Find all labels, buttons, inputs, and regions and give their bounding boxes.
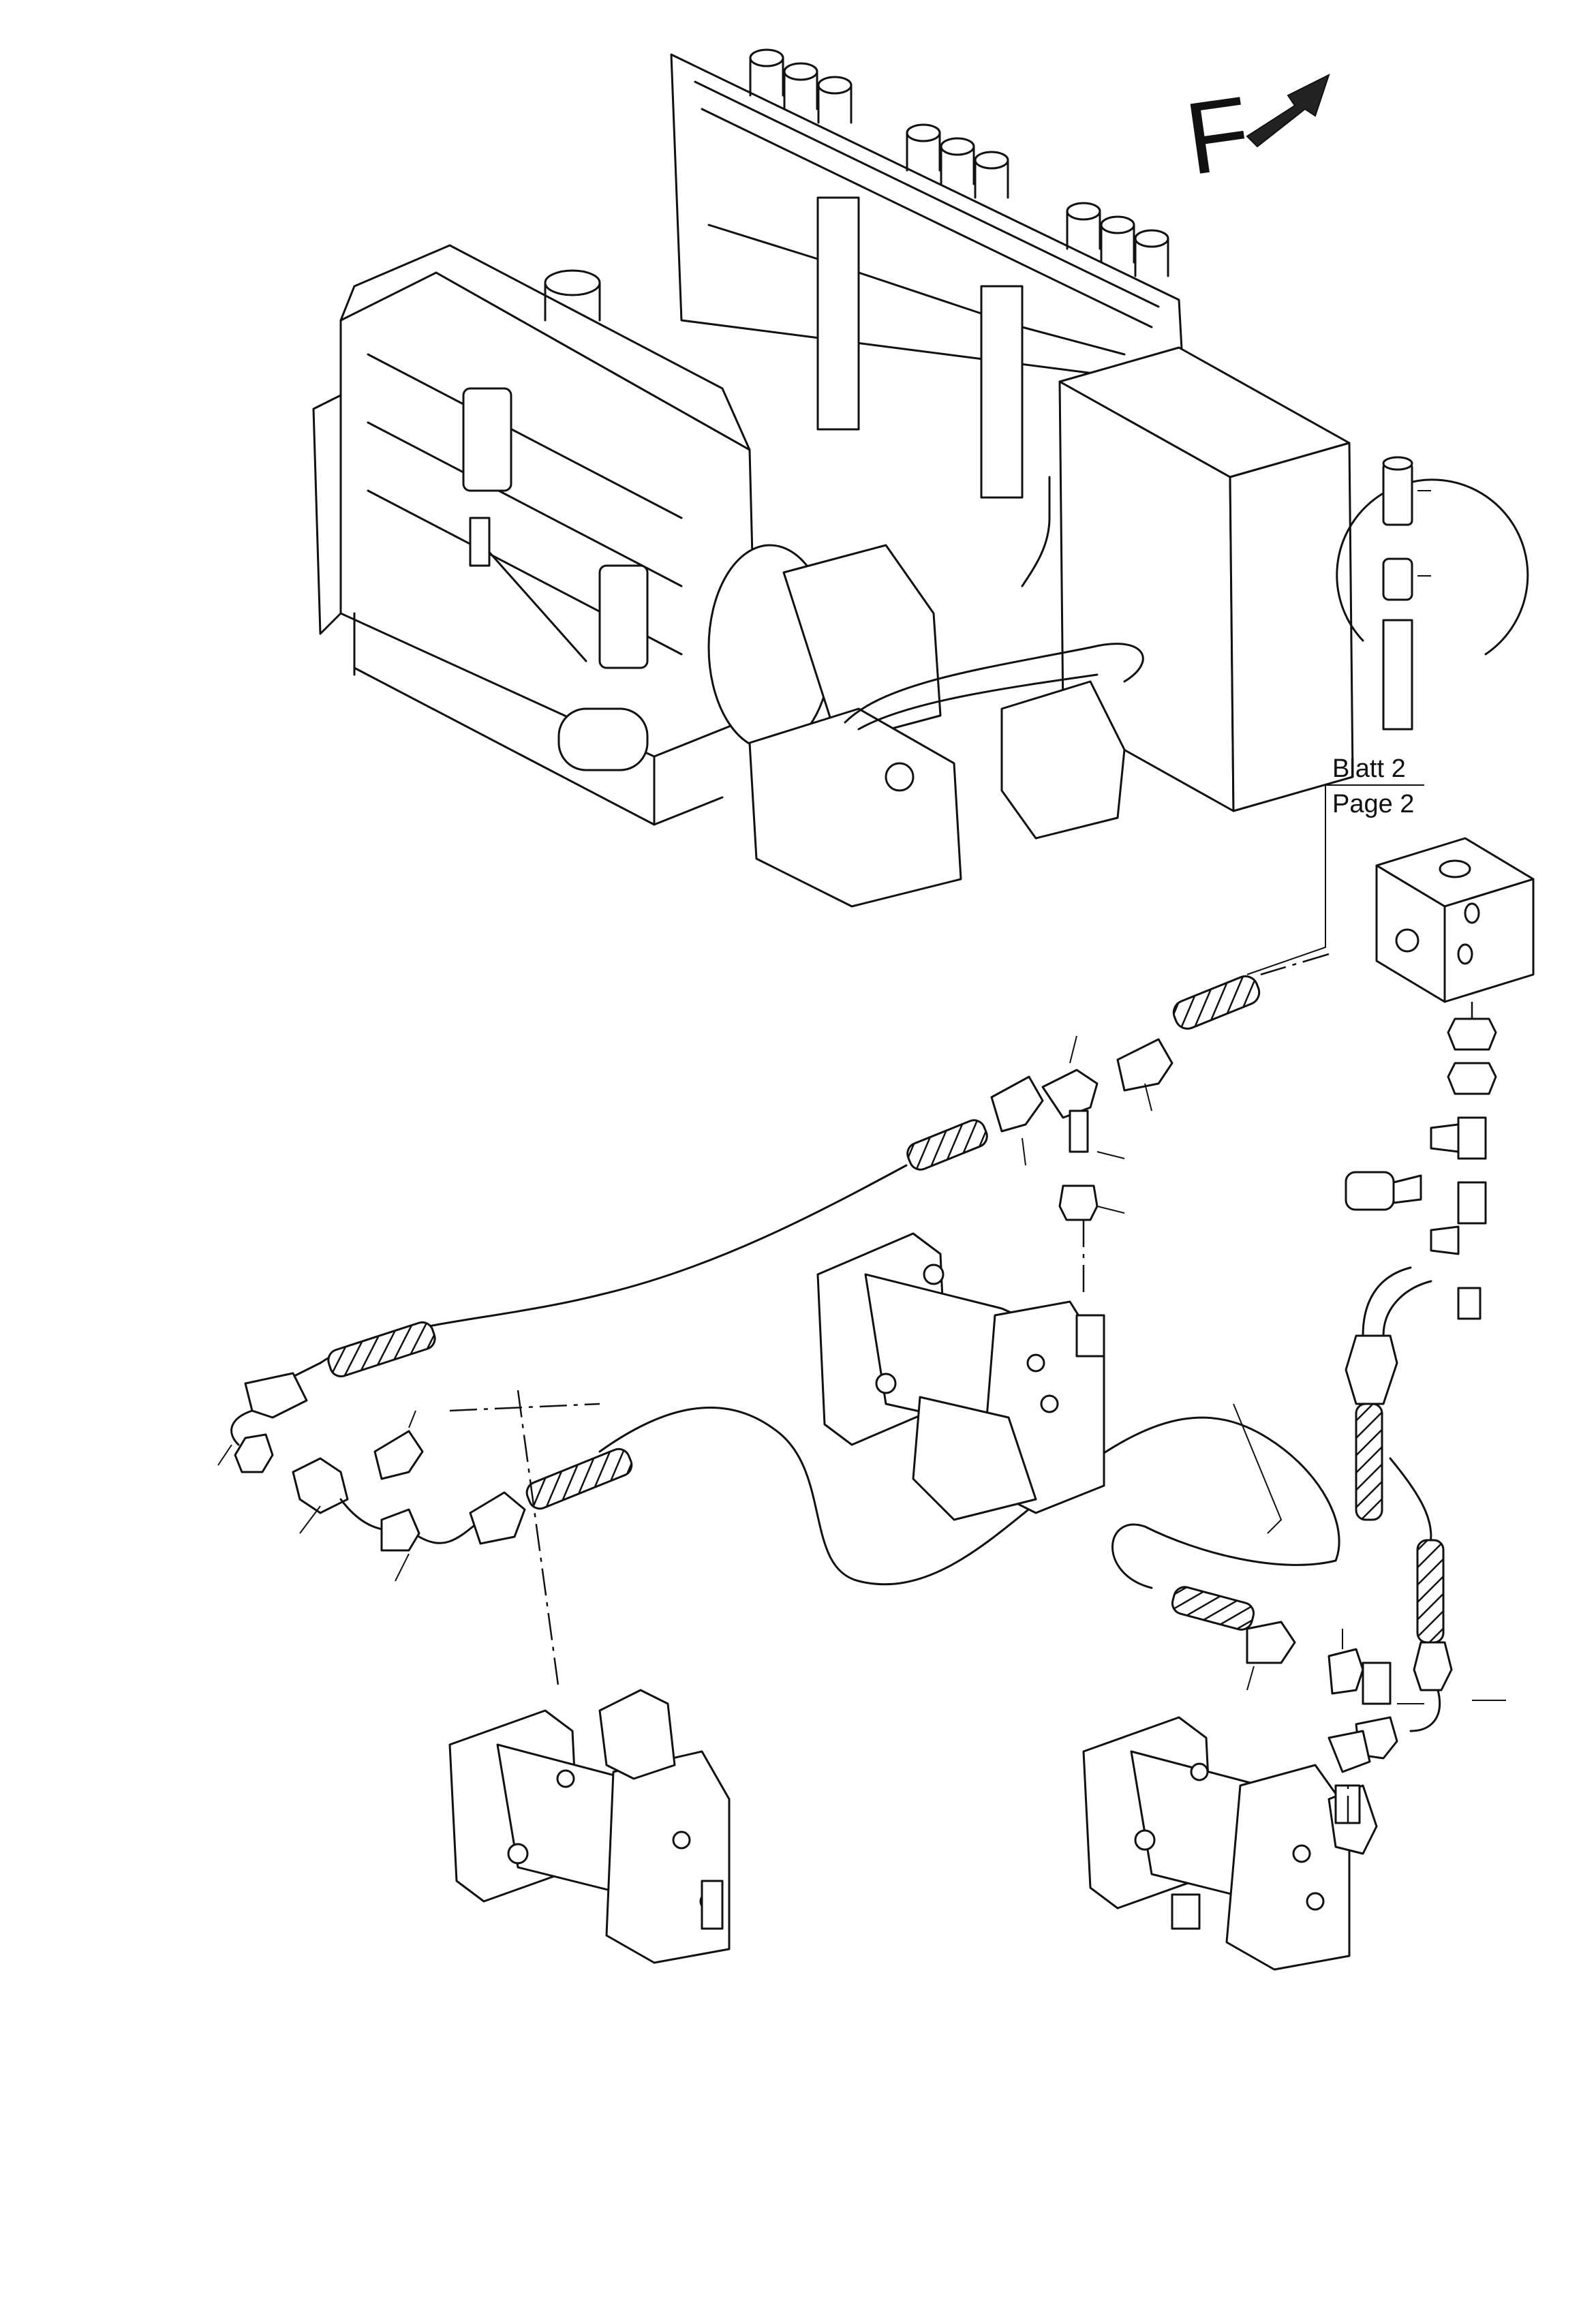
detail-inset <box>1336 456 1529 731</box>
page-reference-page: Page 2 <box>1332 790 1414 818</box>
direction-letter: F <box>1179 74 1257 196</box>
valve-block <box>1375 837 1535 1003</box>
page-reference-blatt: Blatt 2 <box>1332 754 1406 783</box>
hydraulic-motor-center <box>816 1232 1105 1521</box>
right-fitting-chain <box>1345 1002 1497 1732</box>
left-fitting-chain <box>217 1321 633 1691</box>
hydraulic-motor-right <box>1082 1716 1378 1971</box>
center-tee-fitting <box>906 975 1261 1221</box>
page-reference: Blatt 2 Page 2 <box>1246 754 1424 975</box>
lower-right-tee <box>1171 1586 1506 1824</box>
hydraulic-motor-left <box>448 1689 731 1964</box>
tank-housing <box>1058 346 1354 812</box>
cab-frame-panel <box>670 48 1184 499</box>
engine-pump-assembly <box>707 476 1144 908</box>
forward-arrow-icon <box>1246 74 1330 148</box>
diesel-engine <box>312 244 758 826</box>
top-cylinders <box>749 48 1169 277</box>
direction-marker: F <box>1179 74 1330 196</box>
